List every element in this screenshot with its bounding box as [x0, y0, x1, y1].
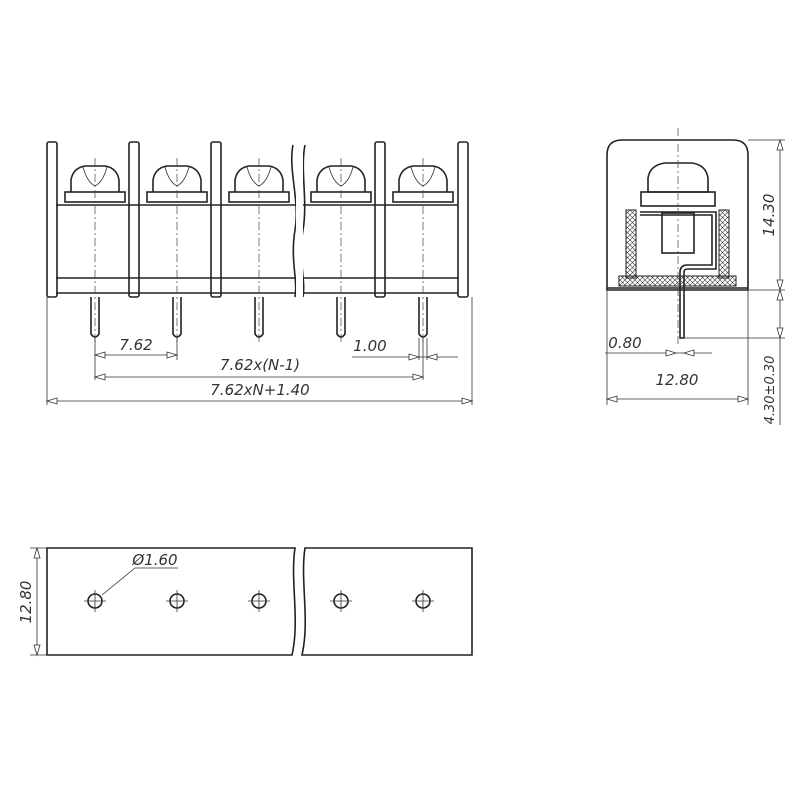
barrier-post	[374, 141, 386, 298]
bottom-view: 12.80 Ø1.60	[17, 547, 473, 656]
arrowhead	[776, 279, 784, 292]
hatched-wall-left	[625, 209, 637, 279]
side-view: 14.30 4.30±0.30 0.80 12.80	[605, 128, 785, 425]
screw-head-icon	[647, 162, 709, 193]
pitch-label: 7.62	[119, 336, 152, 354]
arrowhead	[776, 327, 784, 340]
break-gap	[296, 140, 303, 300]
arrowhead	[166, 351, 179, 359]
bottom-depth-label: 12.80	[17, 581, 35, 624]
hole-diameter-label: Ø1.60	[131, 551, 177, 569]
span-label: 7.62x(N-1)	[220, 356, 300, 374]
contact-strip	[640, 211, 717, 339]
arrowhead	[461, 397, 474, 405]
arrowhead	[425, 353, 438, 361]
barrier-post	[210, 141, 222, 298]
hole-leader-line	[101, 567, 178, 596]
barrier-post	[128, 141, 140, 298]
break-line-left	[290, 144, 298, 298]
arrowhead	[45, 397, 58, 405]
barrier-post	[457, 141, 469, 298]
arrowhead	[33, 546, 41, 559]
pin-thickness-label: 0.80	[608, 334, 641, 352]
barrier-post	[46, 141, 58, 298]
depth-label: 12.80	[656, 371, 699, 389]
bottom-outline-right	[300, 547, 473, 656]
pin-width-label: 1.00	[353, 337, 386, 355]
hatched-floor	[618, 275, 737, 287]
arrowhead	[776, 288, 784, 301]
arrowhead	[776, 138, 784, 151]
break-line-right	[300, 144, 306, 298]
overall-length-label: 7.62xN+1.40	[210, 381, 309, 399]
arrowhead	[408, 353, 421, 361]
front-view	[46, 140, 469, 345]
arrowhead	[93, 351, 106, 359]
arrowhead	[682, 349, 695, 357]
height-label: 14.30	[760, 194, 778, 237]
bottom-outline-left	[46, 547, 296, 656]
arrowhead	[665, 349, 678, 357]
arrowhead	[737, 395, 750, 403]
arrowhead	[412, 373, 425, 381]
side-housing	[606, 139, 749, 291]
arrowhead	[33, 644, 41, 657]
front-dimensions: 7.62 1.00 7.62x(N-1) 7.62xN+1.40	[46, 297, 473, 405]
arrowhead	[605, 395, 618, 403]
hatched-wall-right	[718, 209, 730, 279]
arrowhead	[93, 373, 106, 381]
pin-length-label: 4.30±0.30	[763, 356, 778, 425]
